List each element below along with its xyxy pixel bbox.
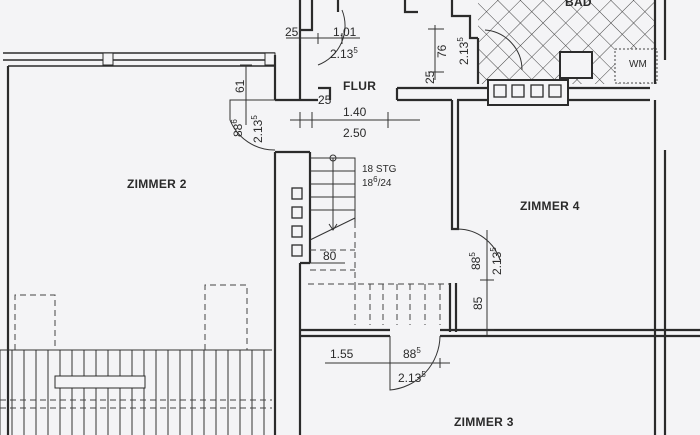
dimension-label: 2.135 [456, 37, 471, 65]
dimension-label: 885 [468, 252, 483, 270]
room-label-bad: BAD [565, 0, 592, 9]
label-wm: WM [629, 59, 647, 70]
dimension-label: 1.40 [343, 105, 367, 119]
dimension-label: 85 [471, 296, 485, 310]
dimension-label: 885 [403, 346, 421, 361]
dimension-label: 2.135 [398, 370, 426, 385]
room-label-zimmer-2: ZIMMER 2 [127, 177, 187, 191]
washing-machine-icon [614, 48, 658, 84]
dimension-label: 25 [285, 25, 299, 39]
dimension-label: 25 [318, 93, 332, 107]
dimension-label: 61 [233, 79, 247, 93]
dimension-label: 1.01 [333, 25, 357, 39]
dimension-label: 25 [423, 70, 437, 84]
bathroom [478, 0, 658, 84]
stair-steps-label: 18 STG [362, 164, 397, 175]
dimension-label: 2.50 [343, 126, 367, 140]
dimension-label: 1.55 [330, 347, 354, 361]
sink-icon [559, 51, 593, 79]
balcony [0, 349, 272, 435]
dimension-label: 886 [230, 119, 245, 137]
staircase [309, 157, 356, 241]
stair-ratio-label: 186/24 [362, 175, 392, 189]
stair-width-label: 80 [323, 249, 337, 263]
room-label-zimmer-3: ZIMMER 3 [454, 415, 514, 429]
stair-direction-arrow [328, 223, 338, 231]
bad-door-swing [484, 29, 523, 71]
dimension-label: 76 [435, 44, 449, 58]
room-label-zimmer-4: ZIMMER 4 [520, 199, 580, 213]
room-label-flur: FLUR [343, 79, 376, 93]
dimension-label: 2.135 [250, 115, 265, 143]
dimension-label: 2.135 [489, 247, 504, 275]
dimension-label: 2.135 [330, 46, 358, 61]
